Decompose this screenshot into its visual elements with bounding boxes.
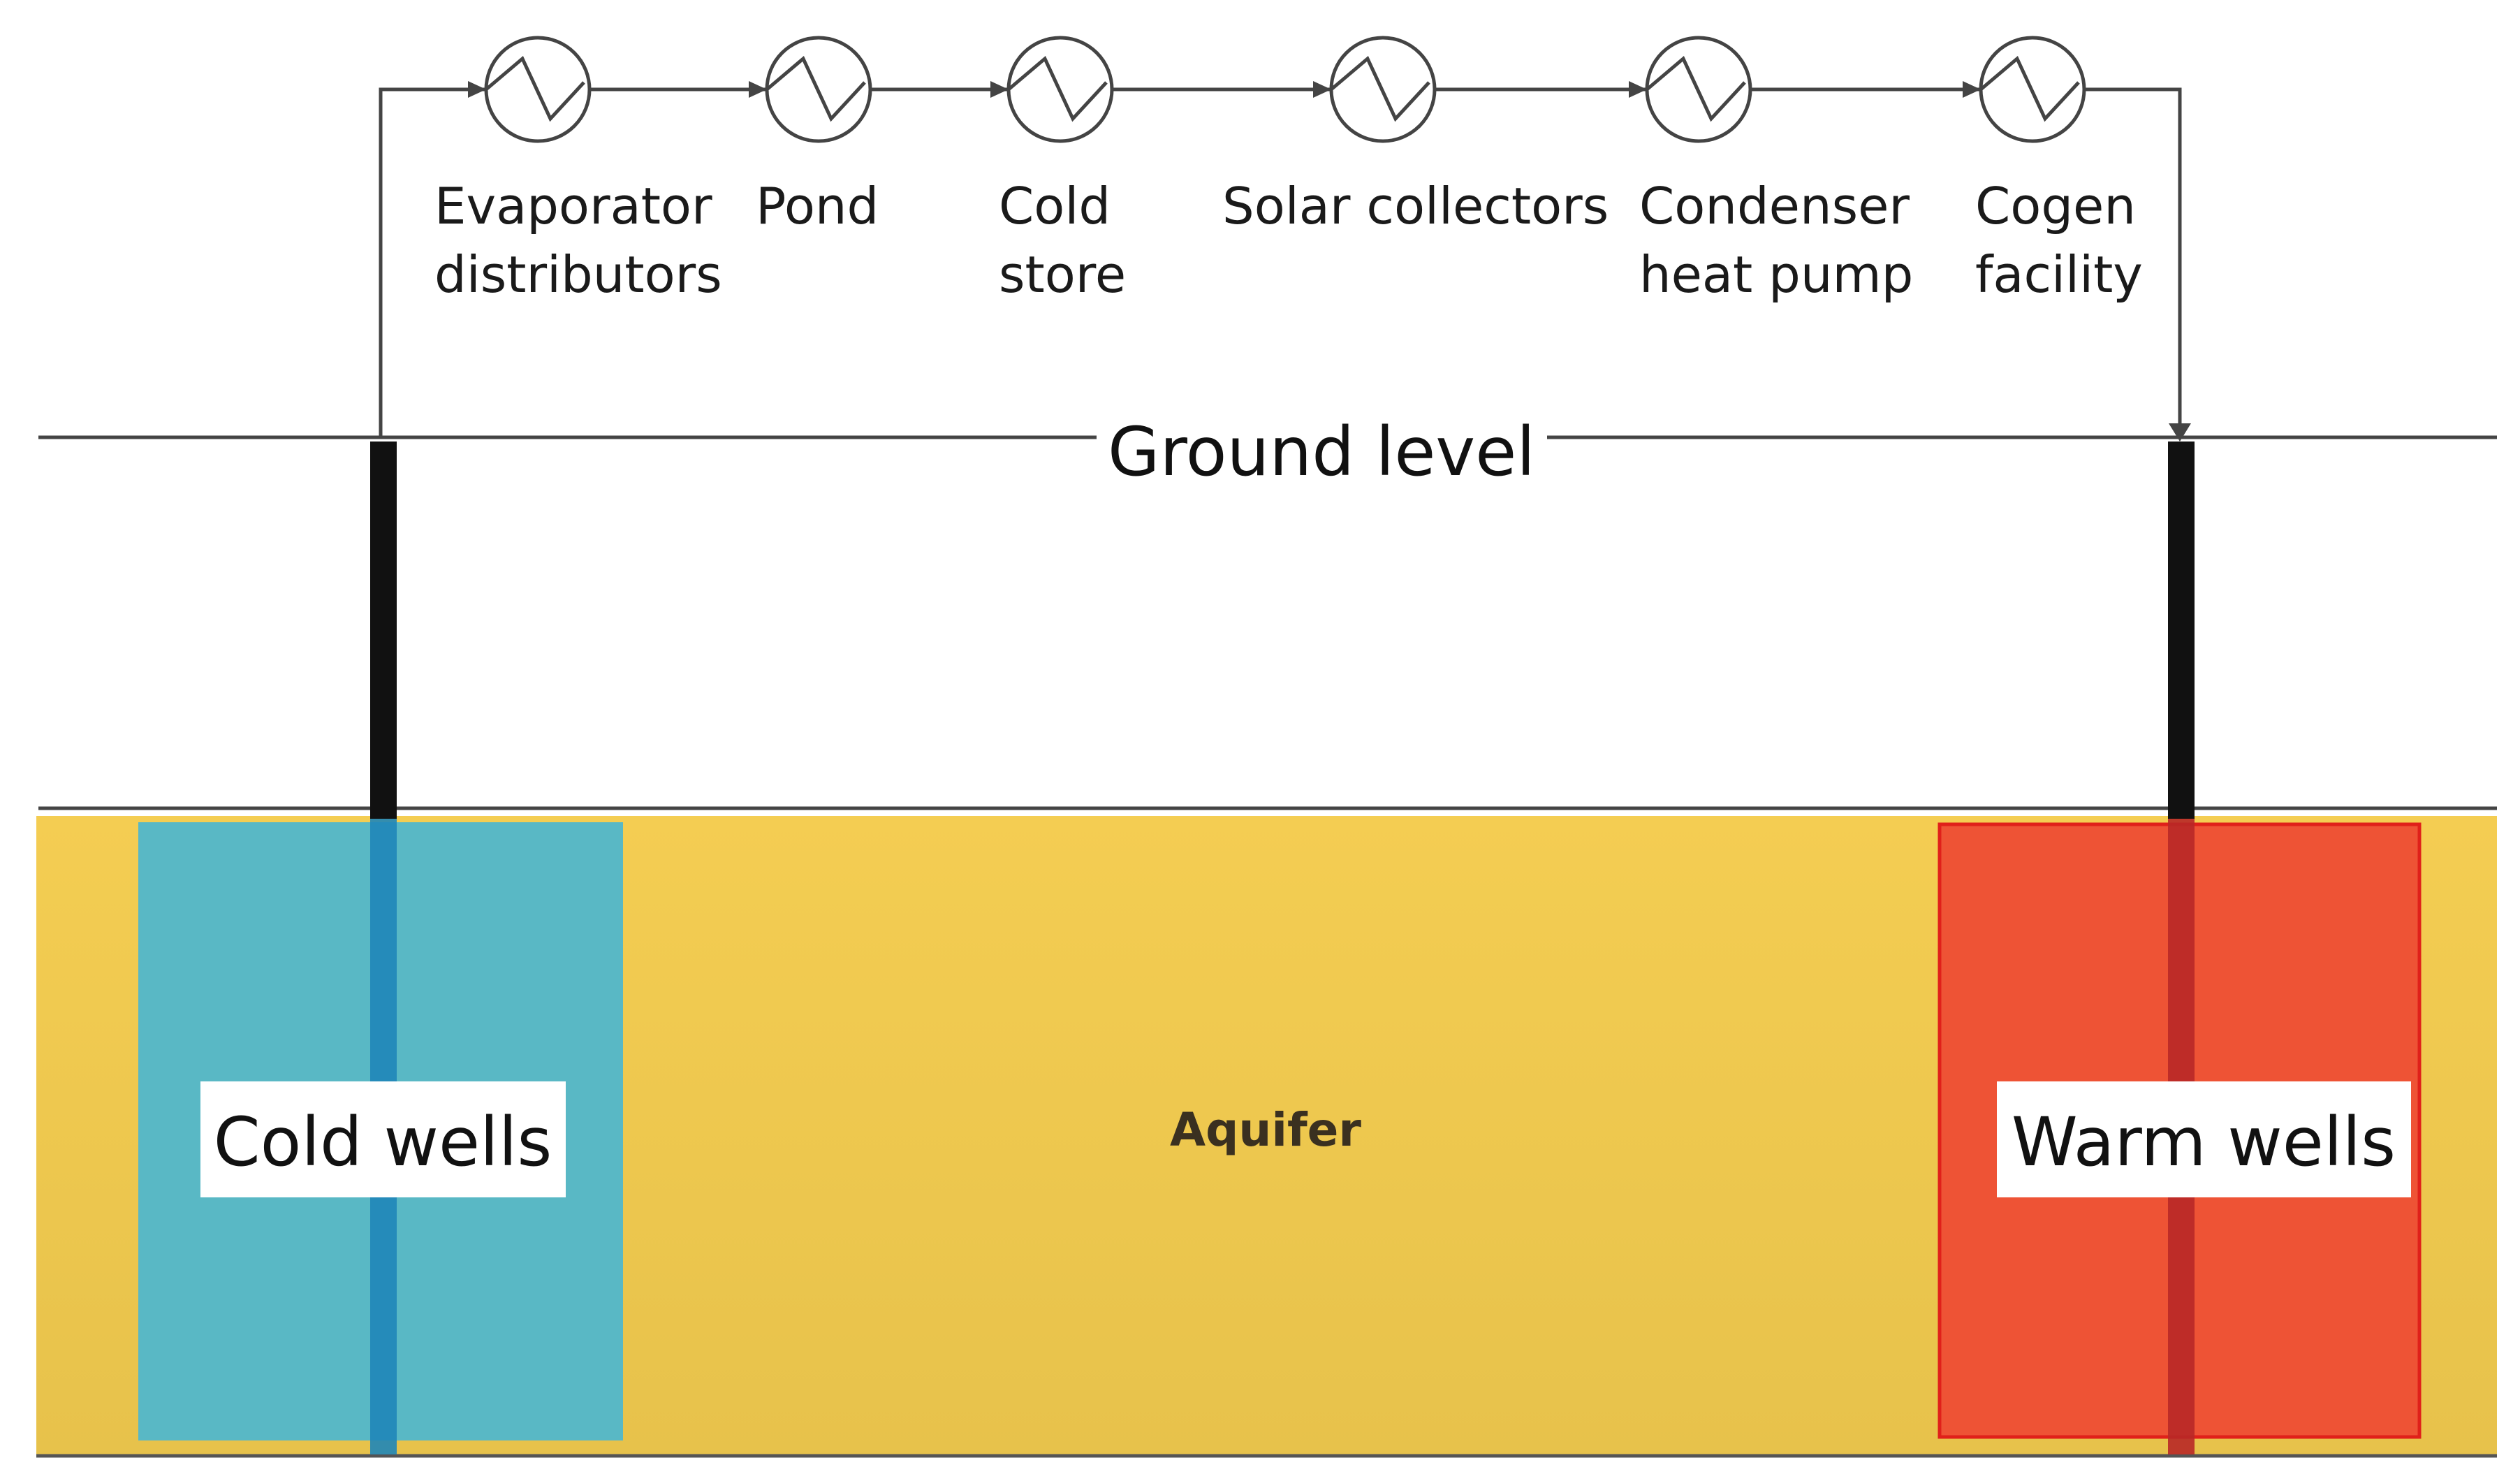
component-solar: Solar collectors [1222, 36, 1609, 235]
component-label: Pond [756, 177, 879, 235]
component-cold-store: Cold store [990, 36, 1126, 304]
component-label: Evaporator [434, 177, 712, 235]
heat-exchanger-zigzag [1007, 55, 1108, 122]
warm-wells-label: Warm wells [2012, 1103, 2396, 1181]
component-label: Cogen [1975, 177, 2136, 235]
heat-exchanger-zigzag [1330, 55, 1430, 122]
aquifer-label: Aquifer [1170, 1103, 1361, 1157]
flow-arrow [1629, 81, 1647, 98]
circuit-loop [379, 87, 2191, 442]
component-label: Condenser [1639, 177, 1910, 235]
component-evaporator: Evaporator distributors [434, 36, 722, 304]
component-pond: Pond [749, 36, 879, 235]
component-label: distributors [434, 245, 722, 304]
cold-well-pipe-above [370, 442, 397, 819]
component-label: Cold [999, 177, 1111, 235]
cold-wells-label: Cold wells [214, 1103, 552, 1181]
flow-arrow [1313, 81, 1331, 98]
cold-wells-label-box [200, 1081, 566, 1197]
cold-wells-tag: Cold wells [200, 1081, 566, 1197]
ground-level-label: Ground level [1108, 413, 1535, 491]
warm-wells-label-box [1997, 1081, 2411, 1197]
heat-exchanger-zigzag [1646, 55, 1746, 122]
component-label: Solar collectors [1222, 177, 1609, 235]
flow-arrow [468, 81, 486, 98]
heat-exchanger-zigzag [1979, 55, 2080, 122]
ground-level: Ground level [38, 413, 2497, 491]
flow-arrow [749, 81, 767, 98]
warm-well-pipe-above [2168, 442, 2195, 819]
heat-exchanger-group: Evaporator distributors Pond Cold store Solar… [434, 36, 2143, 304]
component-condenser: Condenser heat pump [1629, 36, 1913, 304]
component-cogen: Cogen facility [1963, 36, 2143, 304]
circuit-line [379, 87, 2182, 437]
flow-arrow [1963, 81, 1981, 98]
component-label: store [999, 245, 1126, 304]
component-label: heat pump [1639, 245, 1913, 304]
circuit-arrow-down [2169, 423, 2191, 442]
heat-exchanger-zigzag [485, 55, 585, 122]
component-label: facility [1975, 245, 2143, 304]
flow-arrow [990, 81, 1009, 98]
heat-exchanger-zigzag [765, 55, 866, 122]
warm-wells-tag: Warm wells [1997, 1081, 2411, 1197]
